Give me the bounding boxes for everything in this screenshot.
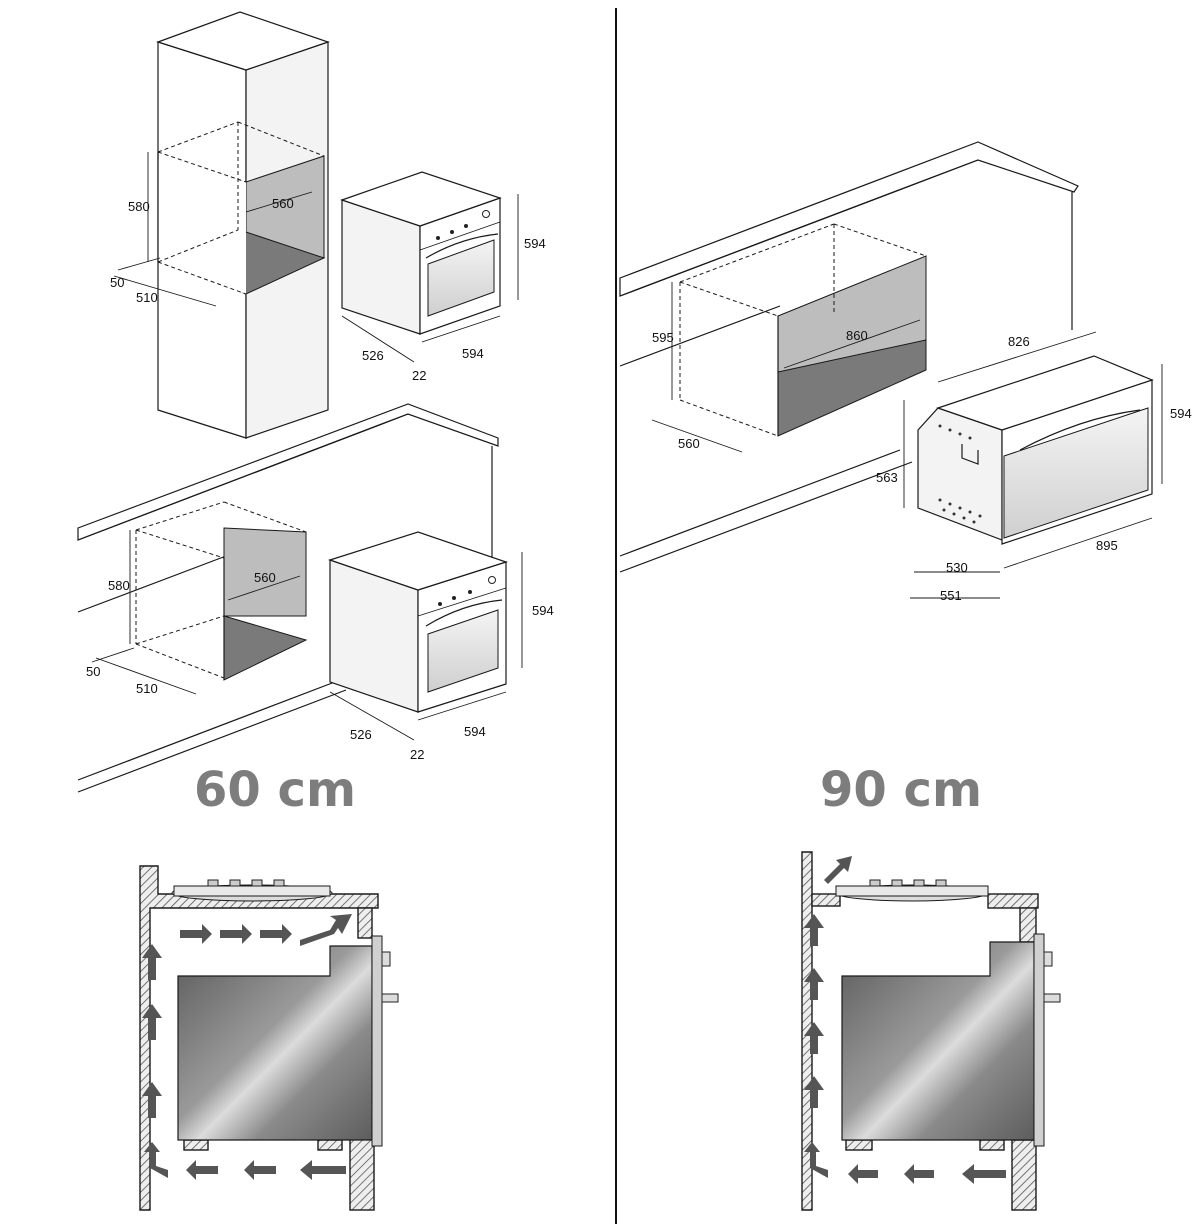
counter-oven-height: 594 xyxy=(532,603,554,618)
oven90-side-height: 563 xyxy=(876,470,898,485)
under-counter-unit: 580 560 50 510 xyxy=(77,403,499,793)
tall-niche-height: 580 xyxy=(128,199,150,214)
counter-oven: 594 526 22 594 xyxy=(328,531,554,762)
niche90-width: 860 xyxy=(846,328,868,343)
size-label-90cm: 90 cm xyxy=(820,762,982,818)
ventilation-section-90 xyxy=(801,851,1061,1211)
tall-oven-front: 22 xyxy=(412,368,426,383)
tall-oven-depth: 526 xyxy=(362,348,384,363)
tall-front-gap: 50 xyxy=(110,275,124,290)
oven90-height: 594 xyxy=(1170,406,1192,421)
panel-60cm: 580 560 50 510 594 526 22 594 xyxy=(77,11,554,1211)
counter-oven-width: 594 xyxy=(464,724,486,739)
oven90-width-top: 826 xyxy=(1008,334,1030,349)
tall-oven: 594 526 22 594 xyxy=(340,171,546,383)
tall-oven-width: 594 xyxy=(462,346,484,361)
oven-90: 826 594 563 530 551 895 xyxy=(876,331,1192,603)
counter-niche-width: 560 xyxy=(254,570,276,585)
oven90-depth-total: 551 xyxy=(940,588,962,603)
counter-oven-depth: 526 xyxy=(350,727,372,742)
counter-oven-front: 22 xyxy=(410,747,424,762)
tall-column-unit: 580 560 50 510 xyxy=(110,11,330,439)
panel-90cm: 595 860 560 826 594 563 530 xyxy=(619,141,1192,1211)
tall-oven-height: 594 xyxy=(524,236,546,251)
niche90-height: 595 xyxy=(652,330,674,345)
size-label-60cm: 60 cm xyxy=(194,762,356,818)
niche90-depth: 560 xyxy=(678,436,700,451)
tall-niche-depth: 510 xyxy=(136,290,158,305)
counter-front-gap: 50 xyxy=(86,664,100,679)
oven90-depth-body: 530 xyxy=(946,560,968,575)
counter-niche-depth: 510 xyxy=(136,681,158,696)
counter-niche-height: 580 xyxy=(108,578,130,593)
oven90-width: 895 xyxy=(1096,538,1118,553)
ventilation-section-60 xyxy=(139,865,399,1211)
tall-niche-width: 560 xyxy=(272,196,294,211)
